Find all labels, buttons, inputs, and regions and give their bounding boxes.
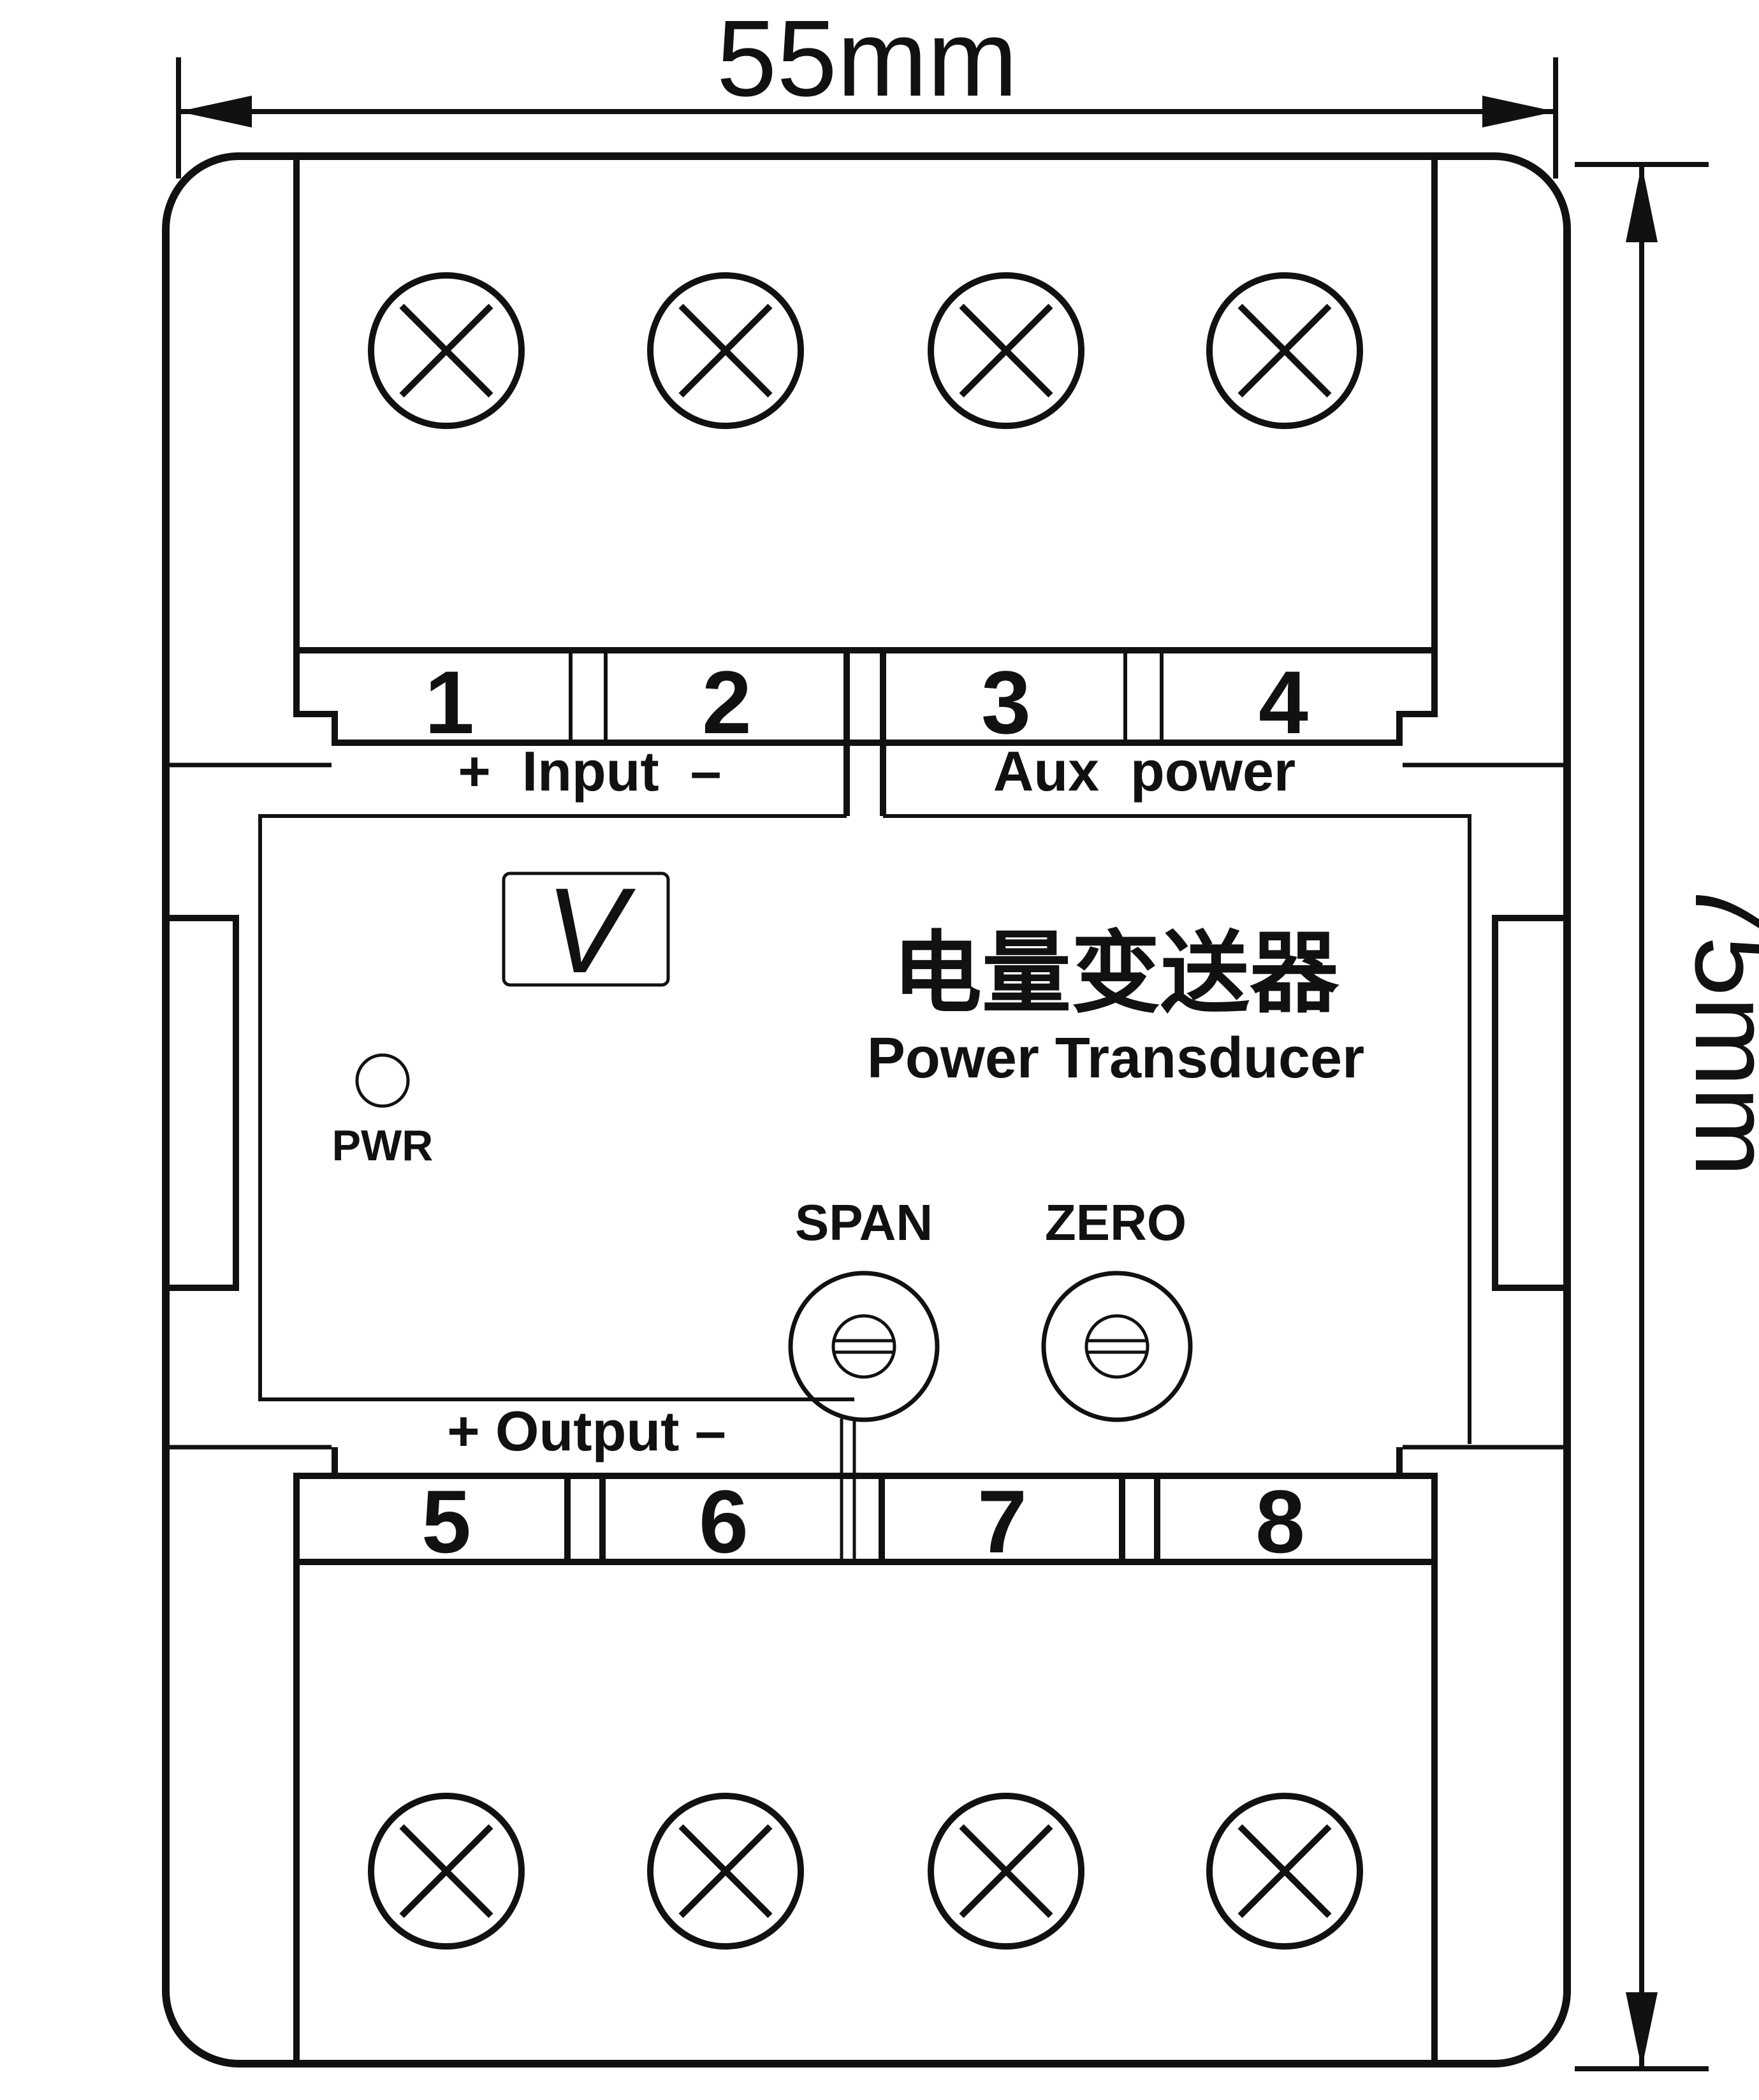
screw-terminal-6[interactable] — [647, 1793, 804, 1950]
terminal-number-4: 4 — [1259, 652, 1308, 752]
pwr-label: PWR — [332, 1121, 434, 1170]
aux-power-label: Aux power — [993, 740, 1296, 803]
screw-terminal-2[interactable] — [647, 272, 804, 429]
screw-terminal-7[interactable] — [928, 1793, 1084, 1950]
height-arrow-top-icon — [1626, 164, 1658, 242]
width-arrow-left-icon — [179, 96, 252, 128]
width-arrow-right-icon — [1482, 96, 1556, 128]
terminal-number-6: 6 — [699, 1471, 748, 1571]
output-label: + Output – — [447, 1399, 726, 1462]
screw-terminal-8[interactable] — [1206, 1793, 1363, 1950]
zero-potentiometer[interactable] — [1041, 1271, 1193, 1422]
title-english: Power Transducer — [867, 1026, 1364, 1090]
input-label: + Input – — [458, 740, 721, 803]
screw-terminal-1[interactable] — [368, 272, 525, 429]
screw-terminal-3[interactable] — [928, 272, 1084, 429]
width-dimension-label: 55mm — [717, 0, 1018, 119]
type-badge-letter: V — [546, 863, 636, 998]
terminal-number-1: 1 — [425, 652, 474, 752]
terminal-number-8: 8 — [1255, 1471, 1305, 1571]
type-badge — [502, 871, 670, 987]
housing-outline — [162, 152, 1571, 2067]
housing-rails — [166, 762, 1567, 1450]
din-clip-left — [167, 915, 239, 1291]
height-dimension-label: 75mm — [1672, 876, 1759, 1177]
bottom-terminal-block — [293, 1447, 1438, 2060]
pwr-led-indicator — [355, 1053, 410, 1108]
terminal-number-3: 3 — [981, 652, 1031, 752]
top-terminal-split — [843, 650, 886, 816]
span-label: SPAN — [795, 1194, 933, 1251]
bottom-terminal-separators — [564, 1476, 1160, 1562]
din-clip-right — [1492, 915, 1566, 1291]
screw-terminal-5[interactable] — [368, 1793, 525, 1950]
screw-terminal-4[interactable] — [1206, 272, 1363, 429]
terminal-number-5: 5 — [421, 1471, 471, 1571]
top-terminal-block — [293, 159, 1438, 746]
zero-label: ZERO — [1045, 1194, 1186, 1251]
title-chinese: 电量变送器 — [893, 923, 1339, 1023]
terminal-number-2: 2 — [702, 652, 752, 752]
height-arrow-bottom-icon — [1626, 1992, 1658, 2069]
output-leader — [840, 1418, 856, 1562]
terminal-number-7: 7 — [977, 1471, 1027, 1571]
faceplate-outline — [258, 814, 1471, 1444]
width-dimension — [176, 57, 1558, 179]
top-terminal-separators — [569, 650, 1164, 743]
span-potentiometer[interactable] — [788, 1271, 940, 1422]
